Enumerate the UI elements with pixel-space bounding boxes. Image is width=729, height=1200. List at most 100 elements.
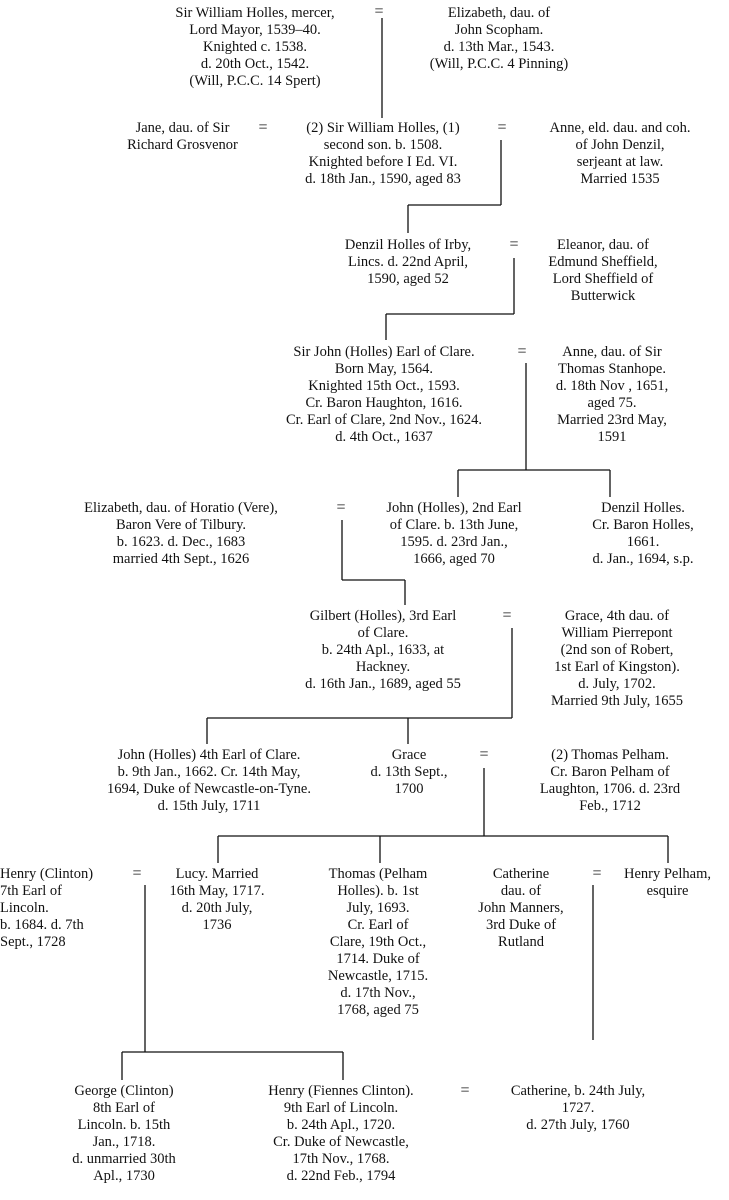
person-text-line: b. 9th Jan., 1662. Cr. 14th May, [117, 764, 301, 780]
marriage-sign: = [479, 746, 489, 763]
person-text-line: Married 9th July, 1655 [551, 693, 683, 709]
person-henry-fiennes-clinton-9th-earl: Henry (Fiennes Clinton).9th Earl of Linc… [228, 1083, 454, 1185]
person-text-line: Newcastle, 1715. [327, 968, 429, 984]
person-text-line: Thomas (Pelham [328, 866, 428, 882]
person-text-line: Denzil Holles. [601, 500, 685, 516]
person-text-line: Cr. Baron Pelham of [550, 764, 670, 780]
person-text-line: Feb., 1712 [579, 798, 641, 814]
person-text-line: (2) Sir William Holles, (1) [306, 120, 460, 136]
person-text-line: aged 75. [587, 395, 637, 411]
person-text-line: dau. of [500, 883, 542, 899]
person-text-line: Married 1535 [580, 171, 660, 187]
person-text-line: d. unmarried 30th [72, 1151, 176, 1167]
person-text-line: 1714. Duke of [336, 951, 420, 967]
person-text-line: Cr. Baron Holles, [592, 517, 694, 533]
person-text-line: serjeant at law. [576, 154, 664, 170]
person-text-line: Born May, 1564. [334, 361, 434, 377]
person-text-line: 1591 [597, 429, 627, 445]
person-text-line: Grace [391, 747, 427, 763]
person-text-line: of Clare. [357, 625, 409, 641]
person-text-line: John (Holles), 2nd Earl [386, 500, 522, 516]
person-text-line: Catherine [492, 866, 550, 882]
person-text-line: 1727. [561, 1100, 595, 1116]
person-text-line: Clare, 19th Oct., [329, 934, 427, 950]
person-sir-william-holles-second-son: (2) Sir William Holles, (1)second son. b… [274, 120, 492, 188]
person-text-line: b. 24th Apl., 1633, at [321, 642, 445, 658]
person-text-line: d. 20th July, [181, 900, 253, 916]
person-text-line: Henry Pelham, [624, 866, 711, 882]
person-text-line: d. 22nd Feb., 1794 [286, 1168, 396, 1184]
person-text-line: Thomas Stanhope. [558, 361, 666, 377]
person-text-line: married 4th Sept., 1626 [112, 551, 250, 567]
marriage-sign: = [374, 3, 384, 20]
person-text-line: John (Holles) 4th Earl of Clare. [117, 747, 301, 763]
person-text-line: (Will, P.C.C. 14 Spert) [189, 73, 321, 89]
person-text-line: d. 15th July, 1711 [157, 798, 261, 814]
person-text-line: d. 27th July, 1760 [526, 1117, 630, 1133]
person-text-line: (2) Thomas Pelham. [551, 747, 669, 763]
person-text-line: d. 18th Nov , 1651, [555, 378, 669, 394]
person-text-line: second son. b. 1508. [323, 137, 443, 153]
marriage-sign: = [336, 499, 346, 516]
person-text-line: b. 1684. d. 7th [0, 917, 84, 933]
person-text-line: (2nd son of Robert, [560, 642, 674, 658]
person-text-line: Jan., 1718. [92, 1134, 156, 1150]
person-text-line: Lord Mayor, 1539–40. [189, 22, 321, 38]
person-text-line: 1736 [202, 917, 232, 933]
person-text-line: Edmund Sheffield, [548, 254, 658, 270]
person-text-line: of Clare. b. 13th June, [389, 517, 519, 533]
person-sir-william-holles-mercer: Sir William Holles, mercer,Lord Mayor, 1… [150, 5, 360, 90]
person-text-line: 1700 [394, 781, 424, 797]
person-text-line: Lord Sheffield of [552, 271, 654, 287]
person-text-line: Richard Grosvenor [127, 137, 238, 153]
marriage-sign: = [592, 865, 602, 882]
person-text-line: Holles). b. 1st [337, 883, 419, 899]
person-text-line: Lincoln. b. 15th [77, 1117, 171, 1133]
person-sir-john-holles-earl-of-clare: Sir John (Holles) Earl of Clare.Born May… [248, 344, 520, 446]
person-text-line: Lincs. d. 22nd April, [347, 254, 469, 270]
person-text-line: 1590, aged 52 [367, 271, 449, 287]
marriage-sign: = [509, 236, 519, 253]
person-text-line: Knighted 15th Oct., 1593. [308, 378, 460, 394]
person-text-line: d. Jan., 1694, s.p. [592, 551, 694, 567]
person-text-line: d. 16th Jan., 1689, aged 55 [305, 676, 461, 692]
person-text-line: 1595. d. 23rd Jan., [400, 534, 508, 550]
person-text-line: Hackney. [355, 659, 411, 675]
person-text-line: Jane, dau. of Sir [135, 120, 230, 136]
person-elizabeth-vere: Elizabeth, dau. of Horatio (Vere),Baron … [32, 500, 330, 568]
person-text-line: Married 23rd May, [557, 412, 667, 428]
marriage-sign: = [132, 865, 142, 882]
person-text-line: d. 4th Oct., 1637 [335, 429, 433, 445]
marriage-sign: = [497, 119, 507, 136]
person-text-line: 1768, aged 75 [337, 1002, 419, 1018]
person-text-line: 1666, aged 70 [413, 551, 495, 567]
person-text-line: Laughton, 1706. d. 23rd [539, 781, 681, 797]
person-text-line: Lincoln. [0, 900, 49, 916]
person-text-line: John Manners, [478, 900, 564, 916]
person-text-line: d. 20th Oct., 1542. [200, 56, 310, 72]
person-text-line: Henry (Clinton) [0, 866, 94, 882]
person-text-line: Cr. Earl of [347, 917, 409, 933]
marriage-sign: = [517, 343, 527, 360]
person-text-line: d. 13th Mar., 1543. [443, 39, 555, 55]
person-text-line: esquire [646, 883, 689, 899]
person-text-line: Cr. Baron Haughton, 1616. [305, 395, 463, 411]
person-text-line: Eleanor, dau. of [556, 237, 650, 253]
person-text-line: Denzil Holles of Irby, [344, 237, 472, 253]
person-text-line: Elizabeth, dau. of Horatio (Vere), [84, 500, 278, 516]
person-text-line: Baron Vere of Tilbury. [115, 517, 247, 533]
marriage-sign: = [460, 1082, 470, 1099]
person-denzil-holles-irby: Denzil Holles of Irby,Lincs. d. 22nd Apr… [318, 237, 498, 288]
person-text-line: d. 18th Jan., 1590, aged 83 [305, 171, 461, 187]
